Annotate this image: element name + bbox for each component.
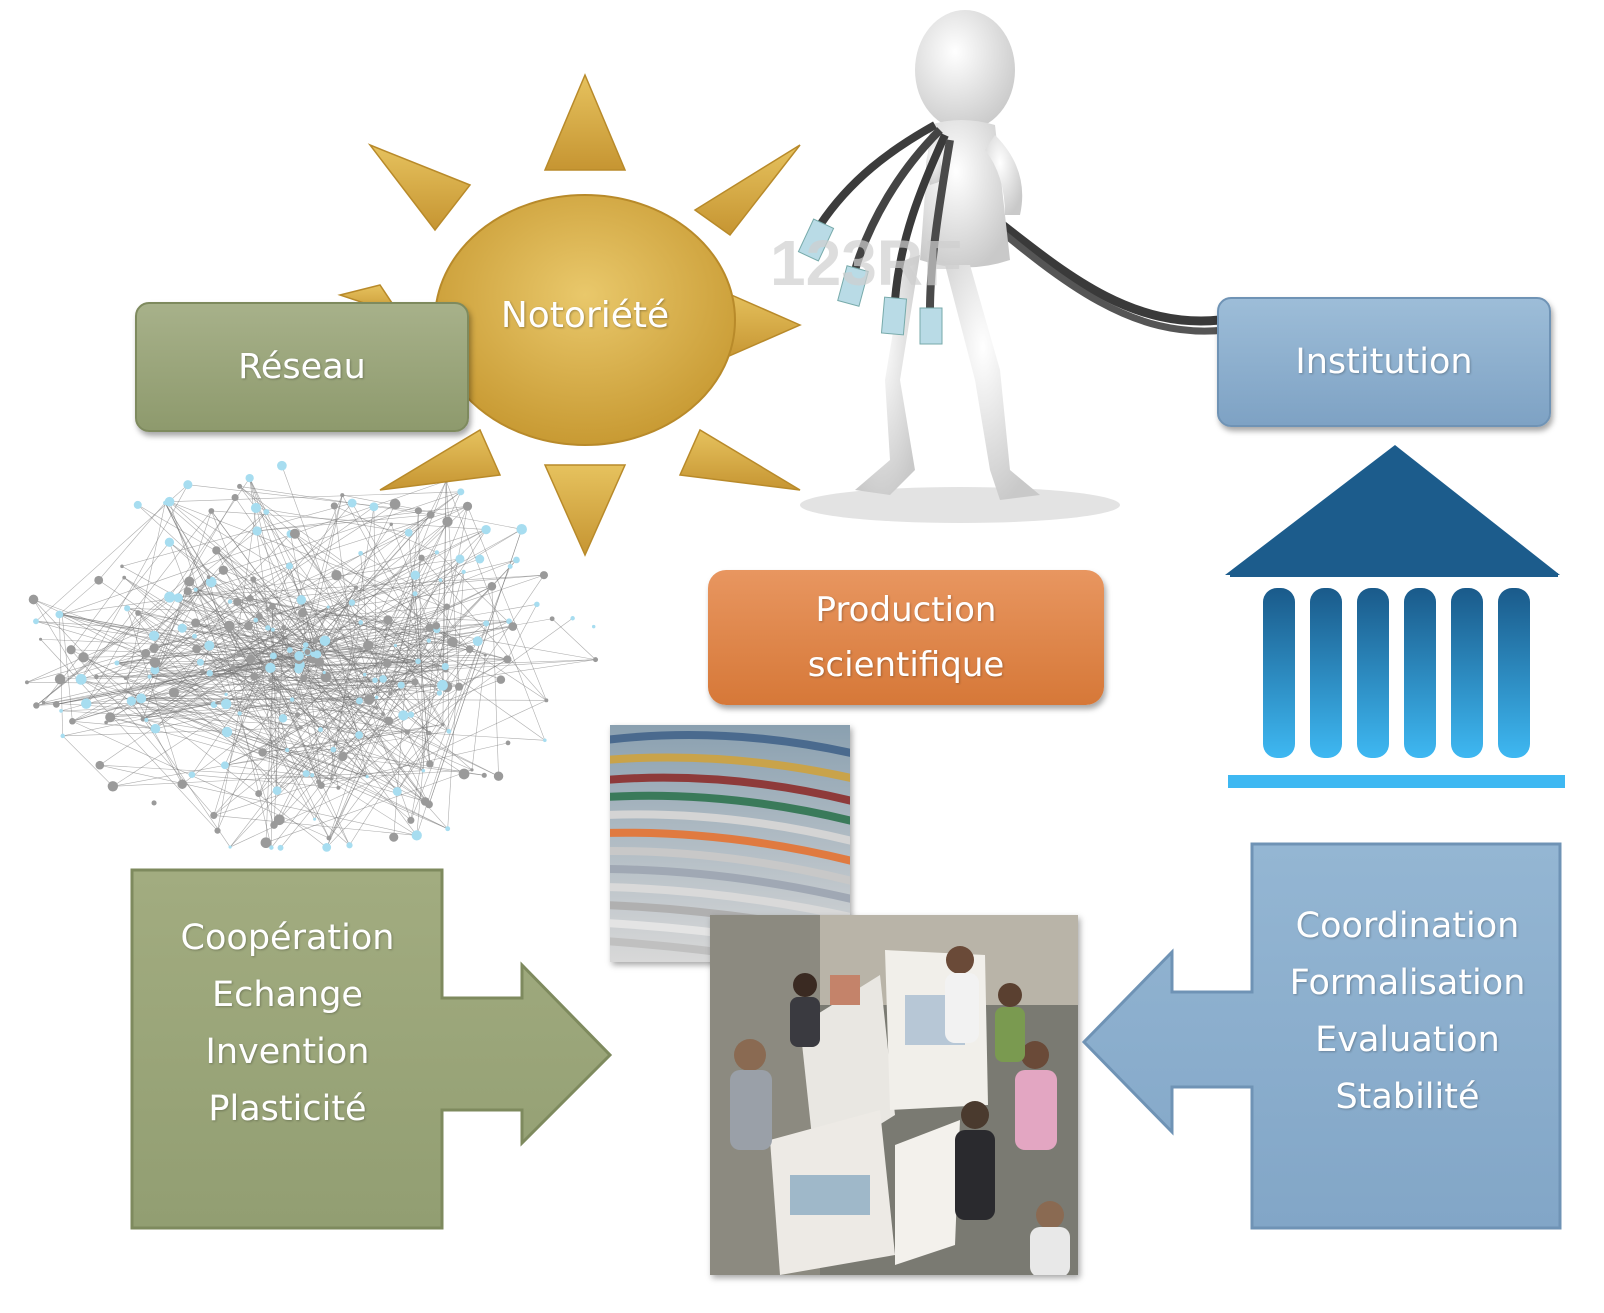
- institution-qualities-arrow: [1081, 842, 1562, 1230]
- reseau-label: Réseau: [238, 347, 366, 387]
- network-graph-image: [24, 460, 599, 852]
- watermark-text: 123RF: [770, 227, 962, 299]
- reseau-box: Réseau: [135, 302, 469, 432]
- institution-qualities-label: Coordination Formalisation Evaluation St…: [1289, 906, 1526, 1117]
- institution-label: Institution: [1295, 342, 1473, 382]
- sun-icon: [337, 73, 802, 557]
- poster-session-photo: [710, 915, 1078, 1275]
- production-scientifique-box: Production scientifique: [708, 570, 1104, 705]
- institution-box: Institution: [1217, 297, 1551, 427]
- reseau-qualities-label: Coopération Echange Invention Plasticité: [180, 918, 395, 1129]
- institution-building-icon: [1225, 445, 1565, 788]
- reseau-qualities-arrow: [130, 868, 613, 1230]
- production-label: Production scientifique: [807, 590, 1005, 685]
- notoriete-label: Notoriété: [500, 295, 670, 336]
